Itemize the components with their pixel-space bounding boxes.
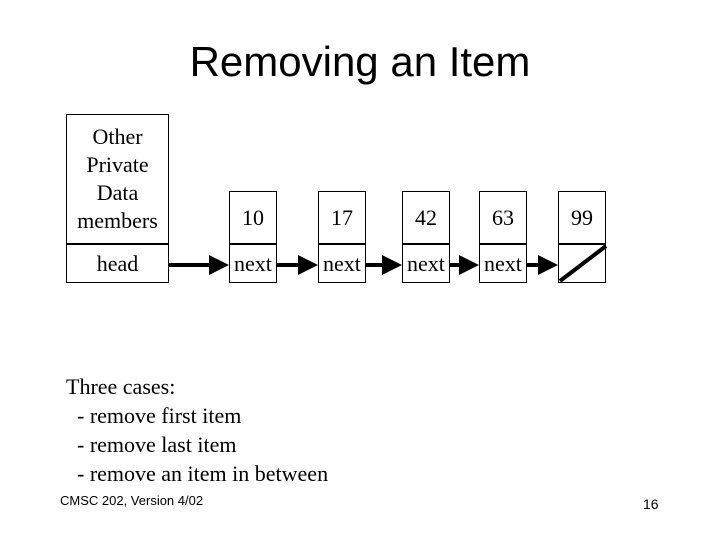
node-next-label: next (484, 250, 522, 276)
course-footer: CMSC 202, Version 4/02 (60, 493, 204, 508)
head-pointer-box: head (66, 244, 169, 283)
other-members-label: Other Private Data members (77, 124, 158, 233)
node-value-box: 42 (402, 191, 450, 244)
node-value: 63 (492, 204, 514, 230)
node-next-box: next (229, 244, 277, 283)
node-next-box: next (402, 244, 450, 283)
page-number: 16 (643, 496, 659, 512)
null-pointer-slash (558, 244, 608, 283)
node-value-box: 99 (558, 191, 606, 244)
node-value-box: 10 (229, 191, 277, 244)
removal-cases-text: Three cases: - remove first item - remov… (66, 374, 329, 486)
node-next-box: next (318, 244, 366, 283)
node-next-label: next (407, 250, 445, 276)
node-value: 42 (415, 204, 437, 230)
node-next-label: next (234, 250, 272, 276)
head-label: head (96, 250, 139, 276)
node-value-box: 17 (318, 191, 366, 244)
other-private-data-box: Other Private Data members (66, 114, 169, 244)
node-next-label: next (323, 250, 361, 276)
node-value: 99 (571, 204, 593, 230)
node-value-box: 63 (479, 191, 527, 244)
node-value: 17 (331, 204, 353, 230)
node-next-box: next (479, 244, 527, 283)
node-value: 10 (242, 204, 264, 230)
slide-title: Removing an Item (189, 38, 531, 85)
